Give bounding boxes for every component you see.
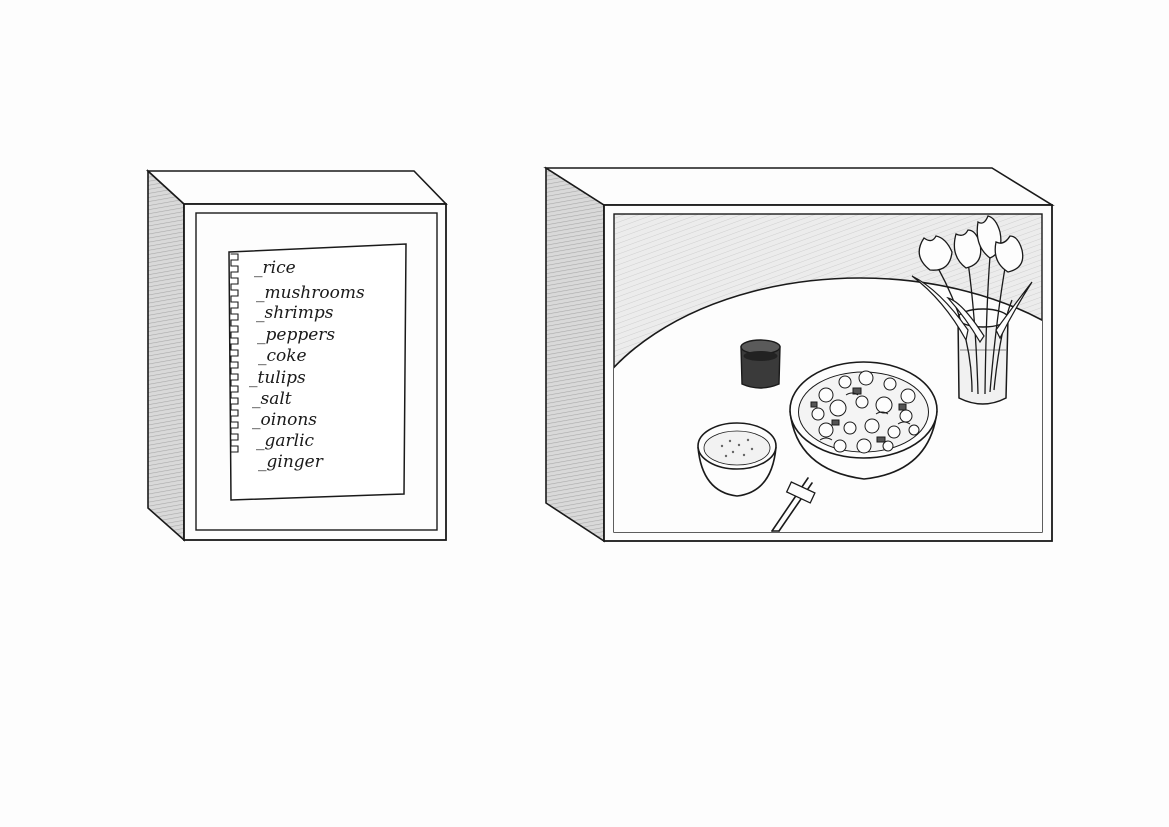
list-item: _salt: [252, 389, 292, 409]
list-box-side: [147, 169, 185, 542]
tulip-vase-icon: [911, 215, 1033, 405]
list-item: _garlic: [256, 431, 315, 451]
shopping-list-paper: [228, 243, 407, 501]
stir-fry-bowl-icon: [789, 361, 938, 480]
list-box-top: [145, 170, 448, 205]
rice-bowl-icon: [697, 422, 777, 497]
list-item: _rice: [254, 258, 296, 278]
table-box-side: [545, 166, 605, 543]
chopsticks-icon: [771, 477, 816, 532]
list-item: _shrimps: [256, 303, 334, 323]
table-box-top: [543, 167, 1055, 206]
shopping-list-items: _rice _mushrooms _shrimps _peppers _coke…: [249, 258, 365, 472]
list-item: _coke: [258, 346, 307, 366]
list-shadow-box: _rice _mushrooms _shrimps _peppers _coke…: [145, 169, 448, 542]
list-item: _peppers: [257, 325, 335, 345]
list-item: _tulips: [249, 368, 306, 388]
stir-fry-ingredients: [810, 370, 920, 454]
list-item: _oinons: [252, 410, 317, 430]
table-shadow-box: [543, 166, 1055, 543]
soy-sauce-glass-icon: [740, 339, 781, 389]
list-item: _ginger: [258, 452, 324, 472]
list-item: _mushrooms: [256, 283, 365, 303]
spiral-binding-icon: [230, 253, 239, 453]
